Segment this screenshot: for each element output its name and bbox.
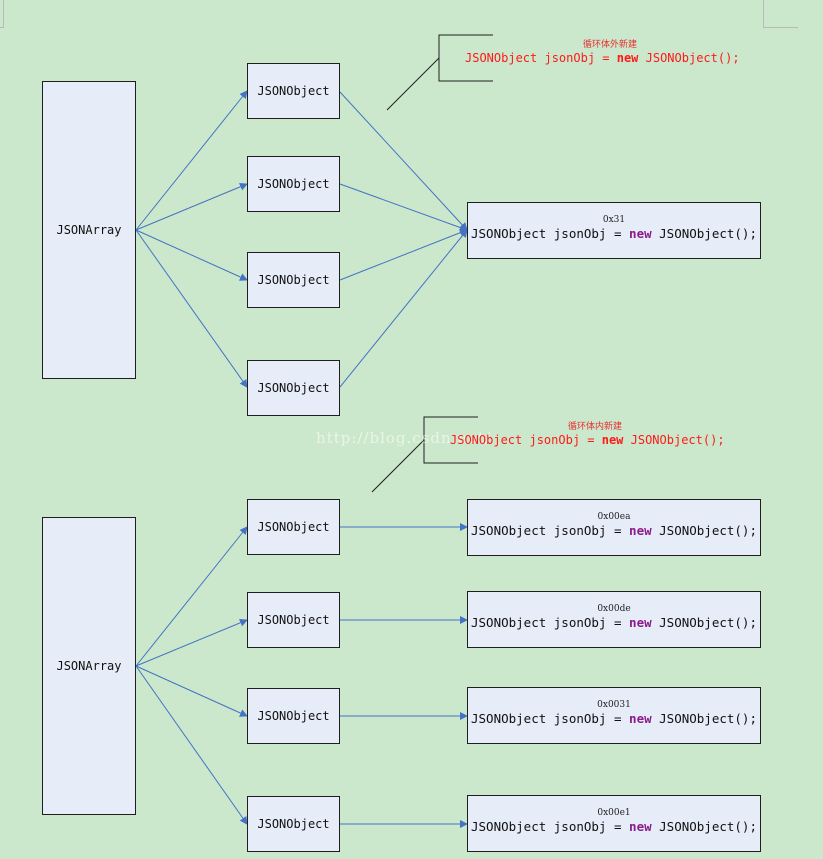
- top-json-object-label: JSONObject: [257, 273, 330, 287]
- bottom-target-code: JSONObject jsonObj = new JSONObject();: [468, 711, 760, 727]
- bottom-target-address: 0x00ea: [597, 512, 631, 522]
- bottom-target-code-keyword: new: [629, 819, 652, 834]
- top-json-object-box-4: JSONObject: [247, 360, 340, 416]
- bottom-target-box-4: 0x00e1 JSONObject jsonObj = new JSONObje…: [467, 795, 761, 852]
- bottom-target-code-post: JSONObject();: [651, 711, 757, 726]
- bottom-target-box-3: 0x0031 JSONObject jsonObj = new JSONObje…: [467, 687, 761, 744]
- arrow-bottom-array-to-object-3: [135, 665, 248, 717]
- top-json-object-box-2: JSONObject: [247, 156, 340, 212]
- top-target-address: 0x31: [602, 215, 626, 225]
- top-note-title: 循环体外新建: [582, 40, 637, 50]
- bottom-target-code-pre: JSONObject jsonObj =: [471, 819, 630, 834]
- top-note-leader: [386, 57, 440, 111]
- bottom-target-code-pre: JSONObject jsonObj =: [471, 615, 630, 630]
- bottom-note: 循环体内新建 JSONObject jsonObj = new JSONObje…: [450, 419, 740, 448]
- bottom-target-code-keyword: new: [629, 523, 652, 538]
- bottom-target-code: JSONObject jsonObj = new JSONObject();: [468, 523, 760, 539]
- arrow-top-array-to-object-3: [135, 229, 248, 281]
- top-note: 循环体外新建 JSONObject jsonObj = new JSONObje…: [465, 37, 755, 66]
- bottom-json-object-box-4: JSONObject: [247, 796, 340, 852]
- bottom-json-object-box-1: JSONObject: [247, 499, 340, 555]
- bottom-target-code-post: JSONObject();: [651, 615, 757, 630]
- top-target-code-pre: JSONObject jsonObj =: [471, 226, 630, 241]
- bottom-target-code-post: JSONObject();: [651, 523, 757, 538]
- bottom-note-code-pre: JSONObject jsonObj =: [450, 433, 602, 447]
- bottom-json-object-box-2: JSONObject: [247, 592, 340, 648]
- bottom-json-array-label: JSONArray: [56, 659, 122, 673]
- bottom-note-leader: [371, 439, 425, 493]
- bottom-json-object-label: JSONObject: [257, 709, 330, 723]
- bottom-json-object-box-3: JSONObject: [247, 688, 340, 744]
- top-note-code-pre: JSONObject jsonObj =: [465, 51, 617, 65]
- top-json-array-label: JSONArray: [56, 223, 122, 237]
- arrow-bottom-array-to-object-4: [135, 665, 248, 825]
- bottom-target-box-1: 0x00ea JSONObject jsonObj = new JSONObje…: [467, 499, 761, 556]
- bottom-json-object-label: JSONObject: [257, 817, 330, 831]
- top-shared-target-box: 0x31 JSONObject jsonObj = new JSONObject…: [467, 202, 761, 259]
- bottom-target-code-keyword: new: [629, 615, 652, 630]
- page-corner-mark-right: [763, 0, 798, 28]
- top-note-code: JSONObject jsonObj = new JSONObject();: [465, 50, 755, 66]
- bottom-target-code-keyword: new: [629, 711, 652, 726]
- arrow-top-array-to-object-1: [135, 90, 248, 231]
- top-target-code-keyword: new: [629, 226, 652, 241]
- arrow-top-object-4-to-target: [339, 229, 468, 388]
- top-json-array-box: JSONArray: [42, 81, 136, 379]
- top-json-object-label: JSONObject: [257, 84, 330, 98]
- arrow-top-array-to-object-4: [135, 229, 248, 388]
- bottom-target-address: 0x0031: [597, 700, 631, 710]
- bottom-target-code-post: JSONObject();: [651, 819, 757, 834]
- bottom-target-code-pre: JSONObject jsonObj =: [471, 711, 630, 726]
- bottom-note-code-keyword: new: [601, 433, 624, 447]
- top-json-object-label: JSONObject: [257, 381, 330, 395]
- bottom-note-code: JSONObject jsonObj = new JSONObject();: [450, 432, 740, 448]
- bottom-note-title: 循环体内新建: [567, 422, 622, 432]
- arrow-top-object-2-to-target: [339, 183, 468, 232]
- top-target-code: JSONObject jsonObj = new JSONObject();: [468, 226, 760, 242]
- bottom-target-address: 0x00de: [597, 604, 631, 614]
- bottom-target-code: JSONObject jsonObj = new JSONObject();: [468, 615, 760, 631]
- bottom-target-box-2: 0x00de JSONObject jsonObj = new JSONObje…: [467, 591, 761, 648]
- watermark: http://blog.csdn.net/: [316, 429, 492, 447]
- bottom-target-code-pre: JSONObject jsonObj =: [471, 523, 630, 538]
- bottom-json-array-box: JSONArray: [42, 517, 136, 815]
- arrow-bottom-array-to-object-2: [135, 618, 248, 667]
- top-json-object-box-3: JSONObject: [247, 252, 340, 308]
- arrow-bottom-array-to-object-1: [135, 526, 248, 667]
- arrow-top-object-3-to-target: [339, 228, 468, 281]
- bottom-target-address: 0x00e1: [597, 808, 631, 818]
- arrow-top-array-to-object-2: [135, 182, 248, 231]
- page-corner-mark-left: [0, 0, 4, 28]
- top-json-object-label: JSONObject: [257, 177, 330, 191]
- bottom-note-code-post: JSONObject();: [623, 433, 725, 447]
- top-note-code-keyword: new: [616, 51, 639, 65]
- top-json-object-box-1: JSONObject: [247, 63, 340, 119]
- bottom-json-object-label: JSONObject: [257, 613, 330, 627]
- top-target-code-post: JSONObject();: [651, 226, 757, 241]
- bottom-json-object-label: JSONObject: [257, 520, 330, 534]
- top-note-code-post: JSONObject();: [638, 51, 740, 65]
- bottom-target-code: JSONObject jsonObj = new JSONObject();: [468, 819, 760, 835]
- arrow-top-object-1-to-target: [339, 91, 468, 231]
